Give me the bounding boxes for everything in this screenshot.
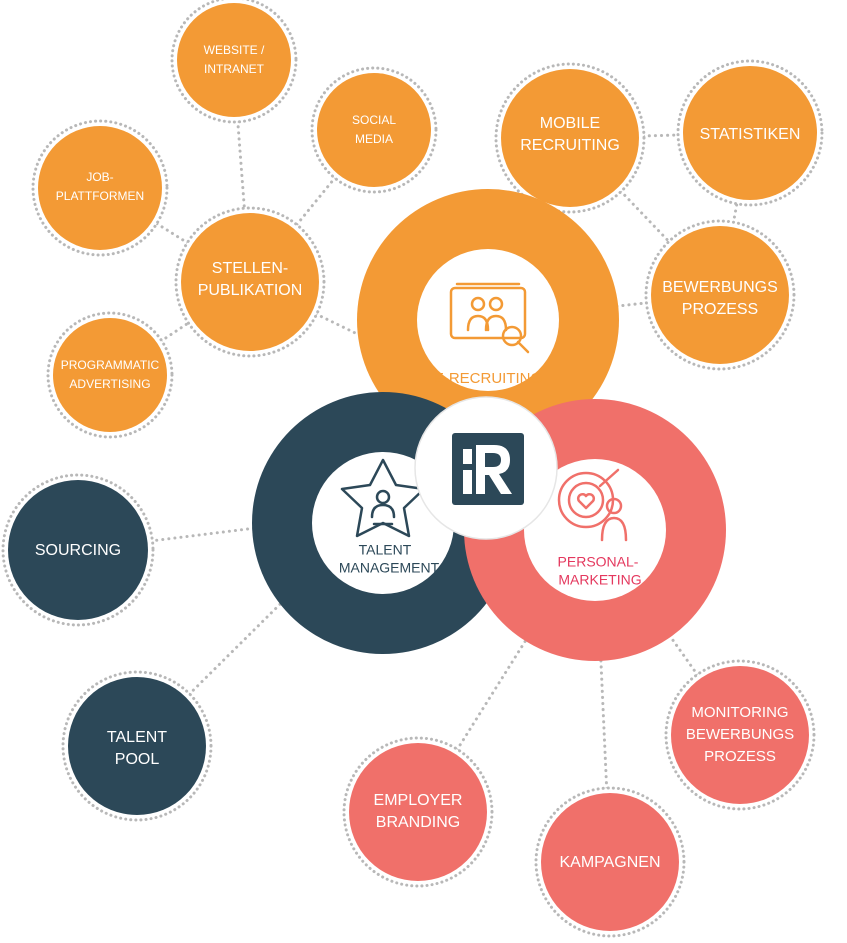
node-statistiken-label: STATISTIKEN — [700, 126, 801, 143]
node-bewerbungs-prozess[interactable]: BEWERBUNGS PROZESS — [644, 219, 796, 371]
node-bewerbungs-label-line2: PROZESS — [682, 301, 758, 318]
node-mobile-label-line1: MOBILE — [540, 115, 600, 132]
hub-personal-label-line1: PERSONAL- — [558, 554, 639, 570]
node-job-label-line2: PLATTFORMEN — [56, 189, 144, 203]
hub-erecruiting-label: E-RECRUITING — [434, 370, 542, 387]
center-logo[interactable] — [414, 396, 558, 540]
hub-personal-label-line2: MARKETING — [558, 572, 641, 588]
node-stellen-label-line2: PUBLIKATION — [198, 282, 303, 299]
node-stellen-publikation[interactable]: STELLEN- PUBLIKATION — [174, 206, 326, 358]
node-talentpool-label-line1: TALENT — [107, 729, 167, 746]
node-employer-label-line2: BRANDING — [376, 814, 460, 831]
node-website-label-line1: WEBSITE / — [204, 43, 265, 57]
node-bewerbungs-label-line1: BEWERBUNGS — [662, 279, 778, 296]
node-programmatic-advertising[interactable]: PROGRAMMATIC ADVERTISING — [46, 311, 174, 439]
node-monitoring-bewerbungsprozess[interactable]: MONITORING BEWERBUNGS PROZESS — [664, 659, 816, 811]
node-programmatic-label-line1: PROGRAMMATIC — [61, 358, 160, 372]
node-social-label-line1: SOCIAL — [352, 113, 396, 127]
node-job-plattformen[interactable]: JOB- PLATTFORMEN — [31, 119, 169, 257]
node-mobile-recruiting[interactable]: MOBILE RECRUITING — [494, 62, 646, 214]
node-job-label-line1: JOB- — [86, 170, 113, 184]
node-website-intranet[interactable]: WEBSITE / INTRANET — [170, 0, 298, 124]
node-talent-pool[interactable]: TALENT POOL — [61, 670, 213, 822]
node-employer-label-line1: EMPLOYER — [374, 792, 463, 809]
target-heart-person-icon — [557, 468, 628, 542]
node-talentpool-label-line2: POOL — [115, 751, 160, 768]
node-statistiken[interactable]: STATISTIKEN — [676, 59, 824, 207]
node-monitoring-label-line2: BEWERBUNGS — [686, 726, 794, 743]
node-social-media[interactable]: SOCIAL MEDIA — [310, 66, 438, 194]
node-website-label-line2: INTRANET — [204, 62, 265, 76]
node-sourcing-label: SOURCING — [35, 542, 121, 559]
node-mobile-label-line2: RECRUITING — [520, 137, 620, 154]
node-social-label-line2: MEDIA — [355, 132, 393, 146]
hub-talent-label-line2: MANAGEMENT — [339, 560, 440, 576]
node-kampagnen-label: KAMPAGNEN — [559, 854, 660, 871]
star-person-icon — [340, 458, 426, 538]
hr-logo-icon — [452, 433, 524, 505]
node-kampagnen[interactable]: KAMPAGNEN — [534, 786, 686, 938]
people-search-icon — [449, 282, 530, 354]
node-employer-branding[interactable]: EMPLOYER BRANDING — [342, 736, 494, 888]
node-programmatic-label-line2: ADVERTISING — [69, 377, 150, 391]
node-monitoring-label-line3: PROZESS — [704, 748, 776, 765]
hub-talent-label-line1: TALENT — [359, 542, 412, 558]
node-sourcing[interactable]: SOURCING — [1, 473, 155, 627]
node-monitoring-label-line1: MONITORING — [691, 704, 788, 721]
node-stellen-label-line1: STELLEN- — [212, 260, 288, 277]
connector-sourcing-talent — [76, 523, 282, 552]
